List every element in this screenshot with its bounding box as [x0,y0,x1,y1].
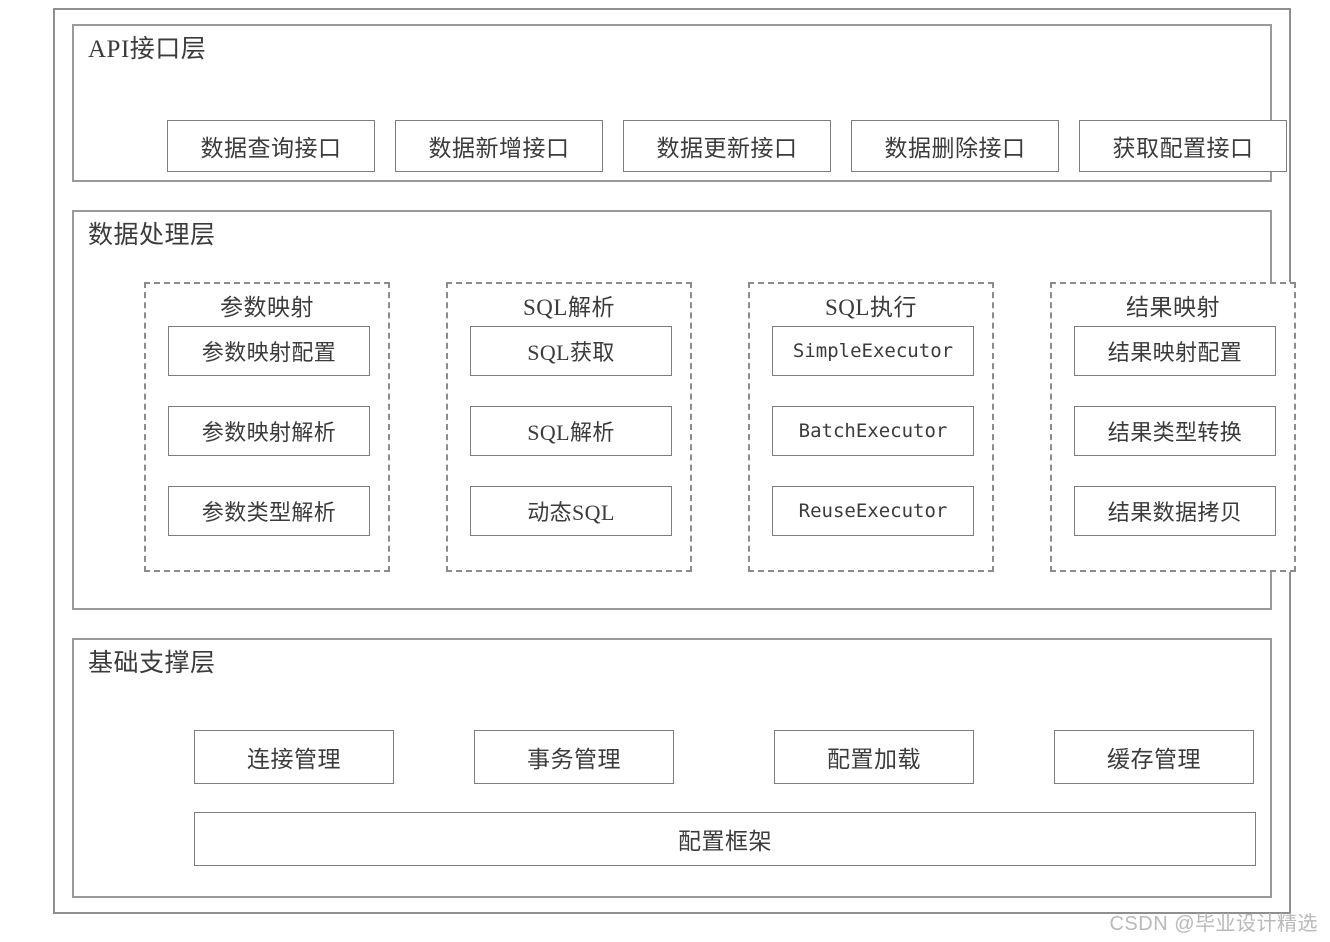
base-box-config-framework[interactable]: 配置框架 [194,812,1256,866]
group-item-result-mapping-config[interactable]: 结果映射配置 [1074,326,1276,376]
base-box-cache-management[interactable]: 缓存管理 [1054,730,1254,784]
base-box-connection-management[interactable]: 连接管理 [194,730,394,784]
group-item-dynamic-sql[interactable]: 动态SQL [470,486,672,536]
group-result-mapping: 结果映射 结果映射配置 结果类型转换 结果数据拷贝 [1050,282,1296,572]
group-item-parameter-mapping-config[interactable]: 参数映射配置 [168,326,370,376]
api-box-query[interactable]: 数据查询接口 [167,120,375,172]
base-box-config-loading[interactable]: 配置加载 [774,730,974,784]
group-title-result-mapping: 结果映射 [1126,295,1220,320]
layer-panel-api: API接口层 数据查询接口 数据新增接口 数据更新接口 数据删除接口 获取配置接… [72,24,1287,182]
group-sql-execute: SQL执行 SimpleExecutor BatchExecutor Reuse… [748,282,994,572]
group-title-sql-execute: SQL执行 [825,295,917,320]
watermark-csdn: CSDN @毕业设计精选 [1109,913,1318,935]
layer-title-data-processing: 数据处理层 [88,222,216,249]
layer-panel-data-processing: 数据处理层 参数映射 参数映射配置 参数映射解析 参数类型解析 SQL解析 SQ… [72,210,1296,610]
layer-panel-base-support: 基础支撑层 连接管理 事务管理 配置加载 缓存管理 配置框架 [72,638,1272,898]
api-box-get-config[interactable]: 获取配置接口 [1079,120,1287,172]
api-box-delete[interactable]: 数据删除接口 [851,120,1059,172]
group-item-result-data-copy[interactable]: 结果数据拷贝 [1074,486,1276,536]
group-item-batch-executor[interactable]: BatchExecutor [772,406,974,456]
group-item-result-type-convert[interactable]: 结果类型转换 [1074,406,1276,456]
group-title-parameter-mapping: 参数映射 [220,295,314,320]
layer-title-api: API接口层 [88,36,207,63]
group-parameter-mapping: 参数映射 参数映射配置 参数映射解析 参数类型解析 [144,282,390,572]
architecture-diagram-frame: API接口层 数据查询接口 数据新增接口 数据更新接口 数据删除接口 获取配置接… [53,8,1296,914]
group-item-reuse-executor[interactable]: ReuseExecutor [772,486,974,536]
api-box-insert[interactable]: 数据新增接口 [395,120,603,172]
group-title-sql-parse: SQL解析 [523,295,615,320]
group-item-simple-executor[interactable]: SimpleExecutor [772,326,974,376]
group-item-parameter-mapping-parse[interactable]: 参数映射解析 [168,406,370,456]
layer-title-base-support: 基础支撑层 [88,650,216,677]
group-sql-parse: SQL解析 SQL获取 SQL解析 动态SQL [446,282,692,572]
group-item-sql-parse[interactable]: SQL解析 [470,406,672,456]
group-item-sql-fetch[interactable]: SQL获取 [470,326,672,376]
group-item-parameter-type-parse[interactable]: 参数类型解析 [168,486,370,536]
api-box-update[interactable]: 数据更新接口 [623,120,831,172]
base-box-transaction-management[interactable]: 事务管理 [474,730,674,784]
